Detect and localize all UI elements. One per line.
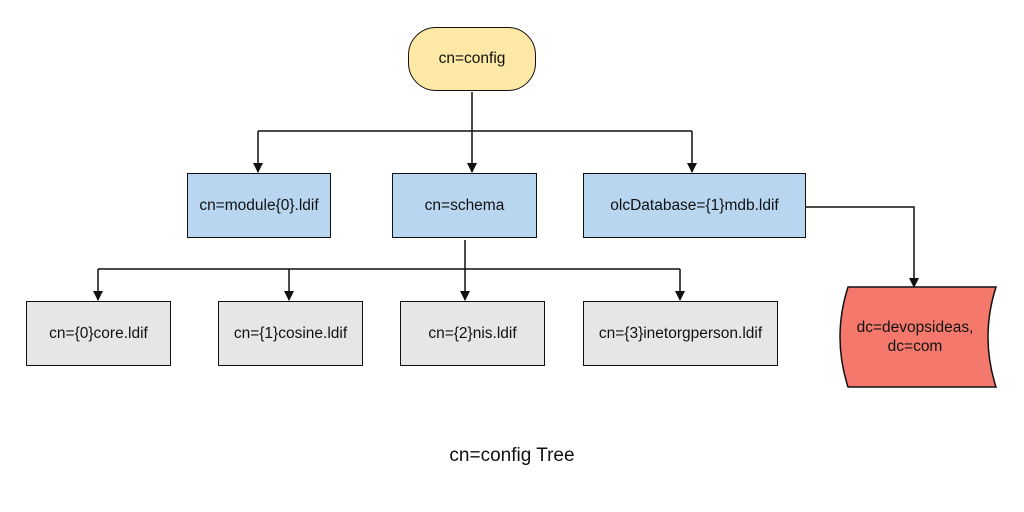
node-core: cn={0}core.ldif: [26, 301, 171, 366]
node-inetorgperson: cn={3}inetorgperson.ldif: [583, 301, 778, 366]
schema-label: cn=schema: [424, 196, 505, 214]
root-node-cn-config: cn=config: [408, 27, 536, 91]
core-label: cn={0}core.ldif: [49, 324, 148, 342]
database-storage-shape: [839, 286, 998, 388]
root-label: cn=config: [438, 50, 506, 68]
cosine-label: cn={1}cosine.ldif: [233, 324, 348, 342]
connector-db: [806, 206, 919, 288]
node-database-config: olcDatabase={1}mdb.ldif: [583, 173, 806, 238]
node-module: cn=module{0}.ldif: [187, 173, 331, 238]
diagram-caption: cn=config Tree: [449, 445, 575, 466]
database-config-label: olcDatabase={1}mdb.ldif: [610, 196, 779, 214]
node-nis: cn={2}nis.ldif: [400, 301, 545, 366]
node-schema: cn=schema: [392, 173, 537, 238]
module-label: cn=module{0}.ldif: [199, 196, 319, 214]
node-cosine: cn={1}cosine.ldif: [218, 301, 363, 366]
inetorgperson-label: cn={3}inetorgperson.ldif: [598, 324, 763, 342]
nis-label: cn={2}nis.ldif: [428, 324, 517, 342]
database-label: dc=devopsideas, dc=com: [856, 319, 974, 355]
